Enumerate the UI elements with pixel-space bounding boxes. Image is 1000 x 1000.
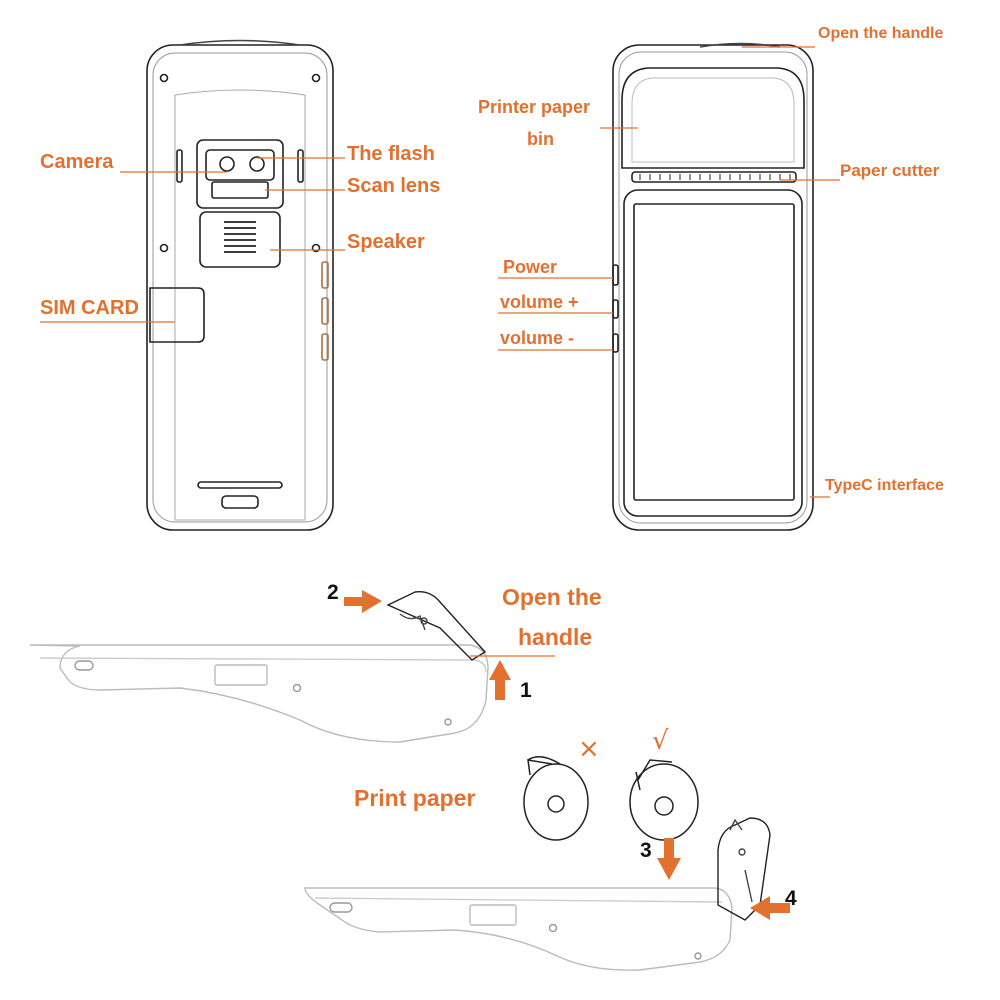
screen [633, 203, 795, 501]
arrow-step-4 [750, 896, 790, 920]
paper-cutter [631, 171, 797, 183]
label-printer-bin-2: bin [527, 129, 554, 149]
flash-lens [249, 156, 265, 172]
label-open-the: Open the [502, 584, 602, 610]
printer-lid-open-2 [717, 817, 771, 921]
step-4-number: 4 [785, 887, 797, 910]
label-paper-cutter: Paper cutter [840, 161, 940, 180]
label-volume-down: volume - [500, 328, 575, 348]
printer-lid-open [386, 591, 487, 661]
paper-roll-wrong [523, 756, 589, 841]
camera-lens [219, 156, 235, 172]
device-side-view-insert [304, 817, 771, 971]
device-front-view [612, 42, 814, 531]
step-1-number: 1 [520, 679, 532, 702]
label-speaker: Speaker [347, 231, 425, 253]
device-back-view [146, 39, 334, 531]
label-flash: The flash [347, 143, 435, 165]
label-power: Power [503, 257, 558, 277]
sim-card-cover [149, 287, 205, 343]
step-3-number: 3 [640, 839, 652, 862]
arrow-step-1 [489, 660, 511, 700]
arrow-step-3 [657, 838, 681, 880]
paper-roll-right [629, 759, 699, 841]
printer-paper-bin [621, 67, 805, 169]
screen-bezel [623, 189, 803, 517]
wrong-mark-icon: × [578, 734, 600, 764]
label-volume-up: volume + [500, 292, 579, 312]
label-typec: TypeC interface [825, 477, 944, 494]
device-side-view-open [29, 591, 489, 743]
label-sim-card: SIM CARD [40, 297, 139, 319]
step-2-number: 2 [327, 581, 339, 604]
label-open-handle: Open the handle [818, 25, 944, 42]
label-scan-lens: Scan lens [347, 175, 441, 197]
label-print-paper: Print paper [354, 785, 476, 811]
label-handle: handle [518, 624, 593, 650]
scan-lens-window [211, 181, 269, 199]
label-camera: Camera [40, 151, 114, 173]
arrow-step-2 [344, 590, 382, 613]
speaker-grille [199, 211, 281, 268]
label-printer-bin-1: Printer paper [478, 97, 591, 117]
camera-module [196, 139, 284, 209]
right-mark-icon: √ [652, 726, 669, 756]
